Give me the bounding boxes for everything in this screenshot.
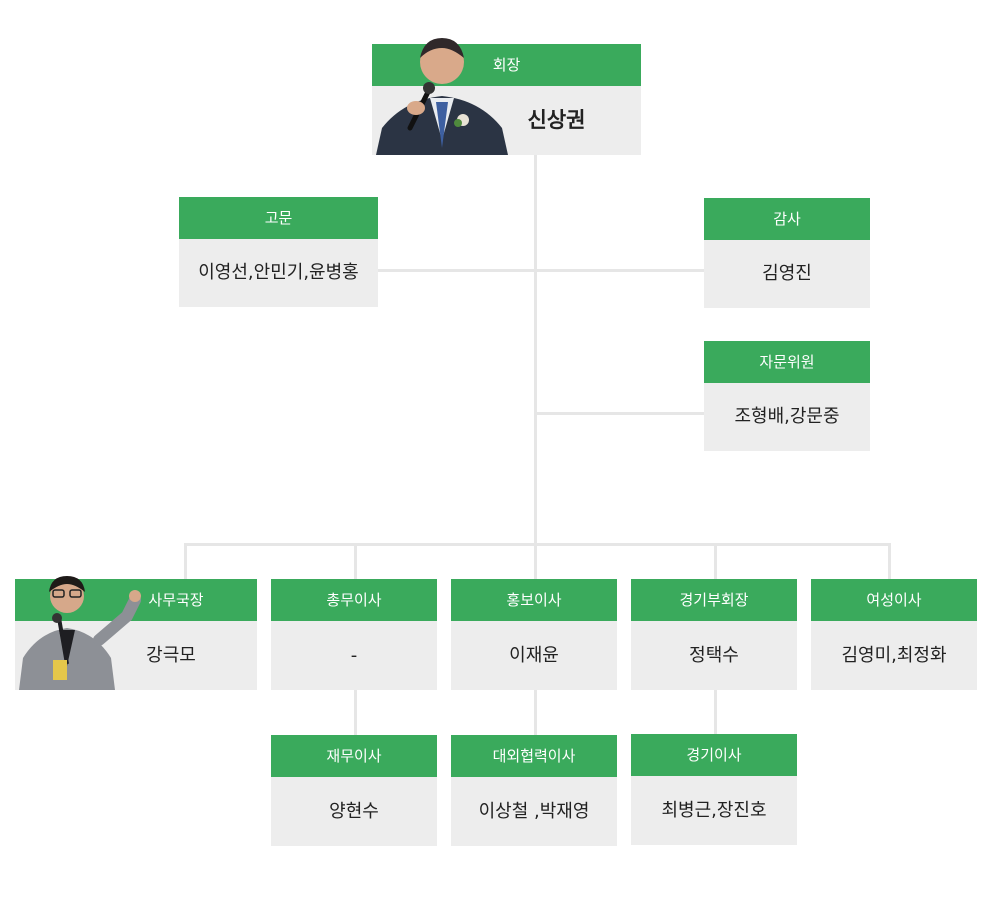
finance-box: 재무이사 양현수 bbox=[271, 735, 437, 846]
publicity-box: 홍보이사 이재윤 bbox=[451, 579, 617, 690]
connector-drop-4 bbox=[714, 543, 717, 579]
competition-director-title: 경기이사 bbox=[631, 734, 797, 776]
external-cooperation-name: 이상철 ,박재영 bbox=[451, 777, 617, 846]
competition-director-name: 최병근,장진호 bbox=[631, 776, 797, 845]
advisory-committee-title: 자문위원 bbox=[704, 341, 870, 383]
connector-advisor-auditor bbox=[377, 269, 704, 272]
finance-title: 재무이사 bbox=[271, 735, 437, 777]
advisory-committee-name: 조형배,강문중 bbox=[704, 383, 870, 451]
general-affairs-name: - bbox=[271, 621, 437, 690]
connector-competition-director bbox=[714, 689, 717, 735]
advisory-committee-box: 자문위원 조형배,강문중 bbox=[704, 341, 870, 451]
women-title: 여성이사 bbox=[811, 579, 977, 621]
chairman-photo-icon bbox=[372, 30, 512, 155]
advisor-title: 고문 bbox=[179, 197, 378, 239]
connector-external-cooperation bbox=[534, 689, 537, 735]
finance-name: 양현수 bbox=[271, 777, 437, 846]
connector-bottom-bar bbox=[184, 543, 891, 546]
advisor-box: 고문 이영선,안민기,윤병홍 bbox=[179, 197, 378, 307]
connector-advisory-committee bbox=[534, 412, 704, 415]
competition-director-box: 경기이사 최병근,장진호 bbox=[631, 734, 797, 845]
connector-drop-1 bbox=[184, 543, 187, 579]
secretary-general-title-text: 사무국장 bbox=[148, 591, 204, 609]
competition-vp-title: 경기부회장 bbox=[631, 579, 797, 621]
secretary-general-photo-icon bbox=[15, 566, 143, 690]
chairman-title: 회장 bbox=[372, 44, 641, 86]
auditor-name: 김영진 bbox=[704, 240, 870, 308]
connector-drop-5 bbox=[888, 543, 891, 579]
connector-drop-3 bbox=[534, 543, 537, 579]
publicity-title: 홍보이사 bbox=[451, 579, 617, 621]
competition-vp-box: 경기부회장 정택수 bbox=[631, 579, 797, 690]
chairman-name: 신상권 bbox=[527, 108, 586, 132]
connector-drop-2 bbox=[354, 543, 357, 579]
competition-vp-name: 정택수 bbox=[631, 621, 797, 690]
external-cooperation-box: 대외협력이사 이상철 ,박재영 bbox=[451, 735, 617, 846]
advisor-name: 이영선,안민기,윤병홍 bbox=[179, 239, 378, 307]
auditor-title: 감사 bbox=[704, 198, 870, 240]
women-box: 여성이사 김영미,최정화 bbox=[811, 579, 977, 690]
connector-trunk bbox=[534, 155, 537, 545]
women-name: 김영미,최정화 bbox=[811, 621, 977, 690]
connector-finance bbox=[354, 689, 357, 735]
general-affairs-title: 총무이사 bbox=[271, 579, 437, 621]
publicity-name: 이재윤 bbox=[451, 621, 617, 690]
auditor-box: 감사 김영진 bbox=[704, 198, 870, 308]
secretary-general-name: 강극모 bbox=[146, 645, 196, 666]
external-cooperation-title: 대외협력이사 bbox=[451, 735, 617, 777]
general-affairs-box: 총무이사 - bbox=[271, 579, 437, 690]
